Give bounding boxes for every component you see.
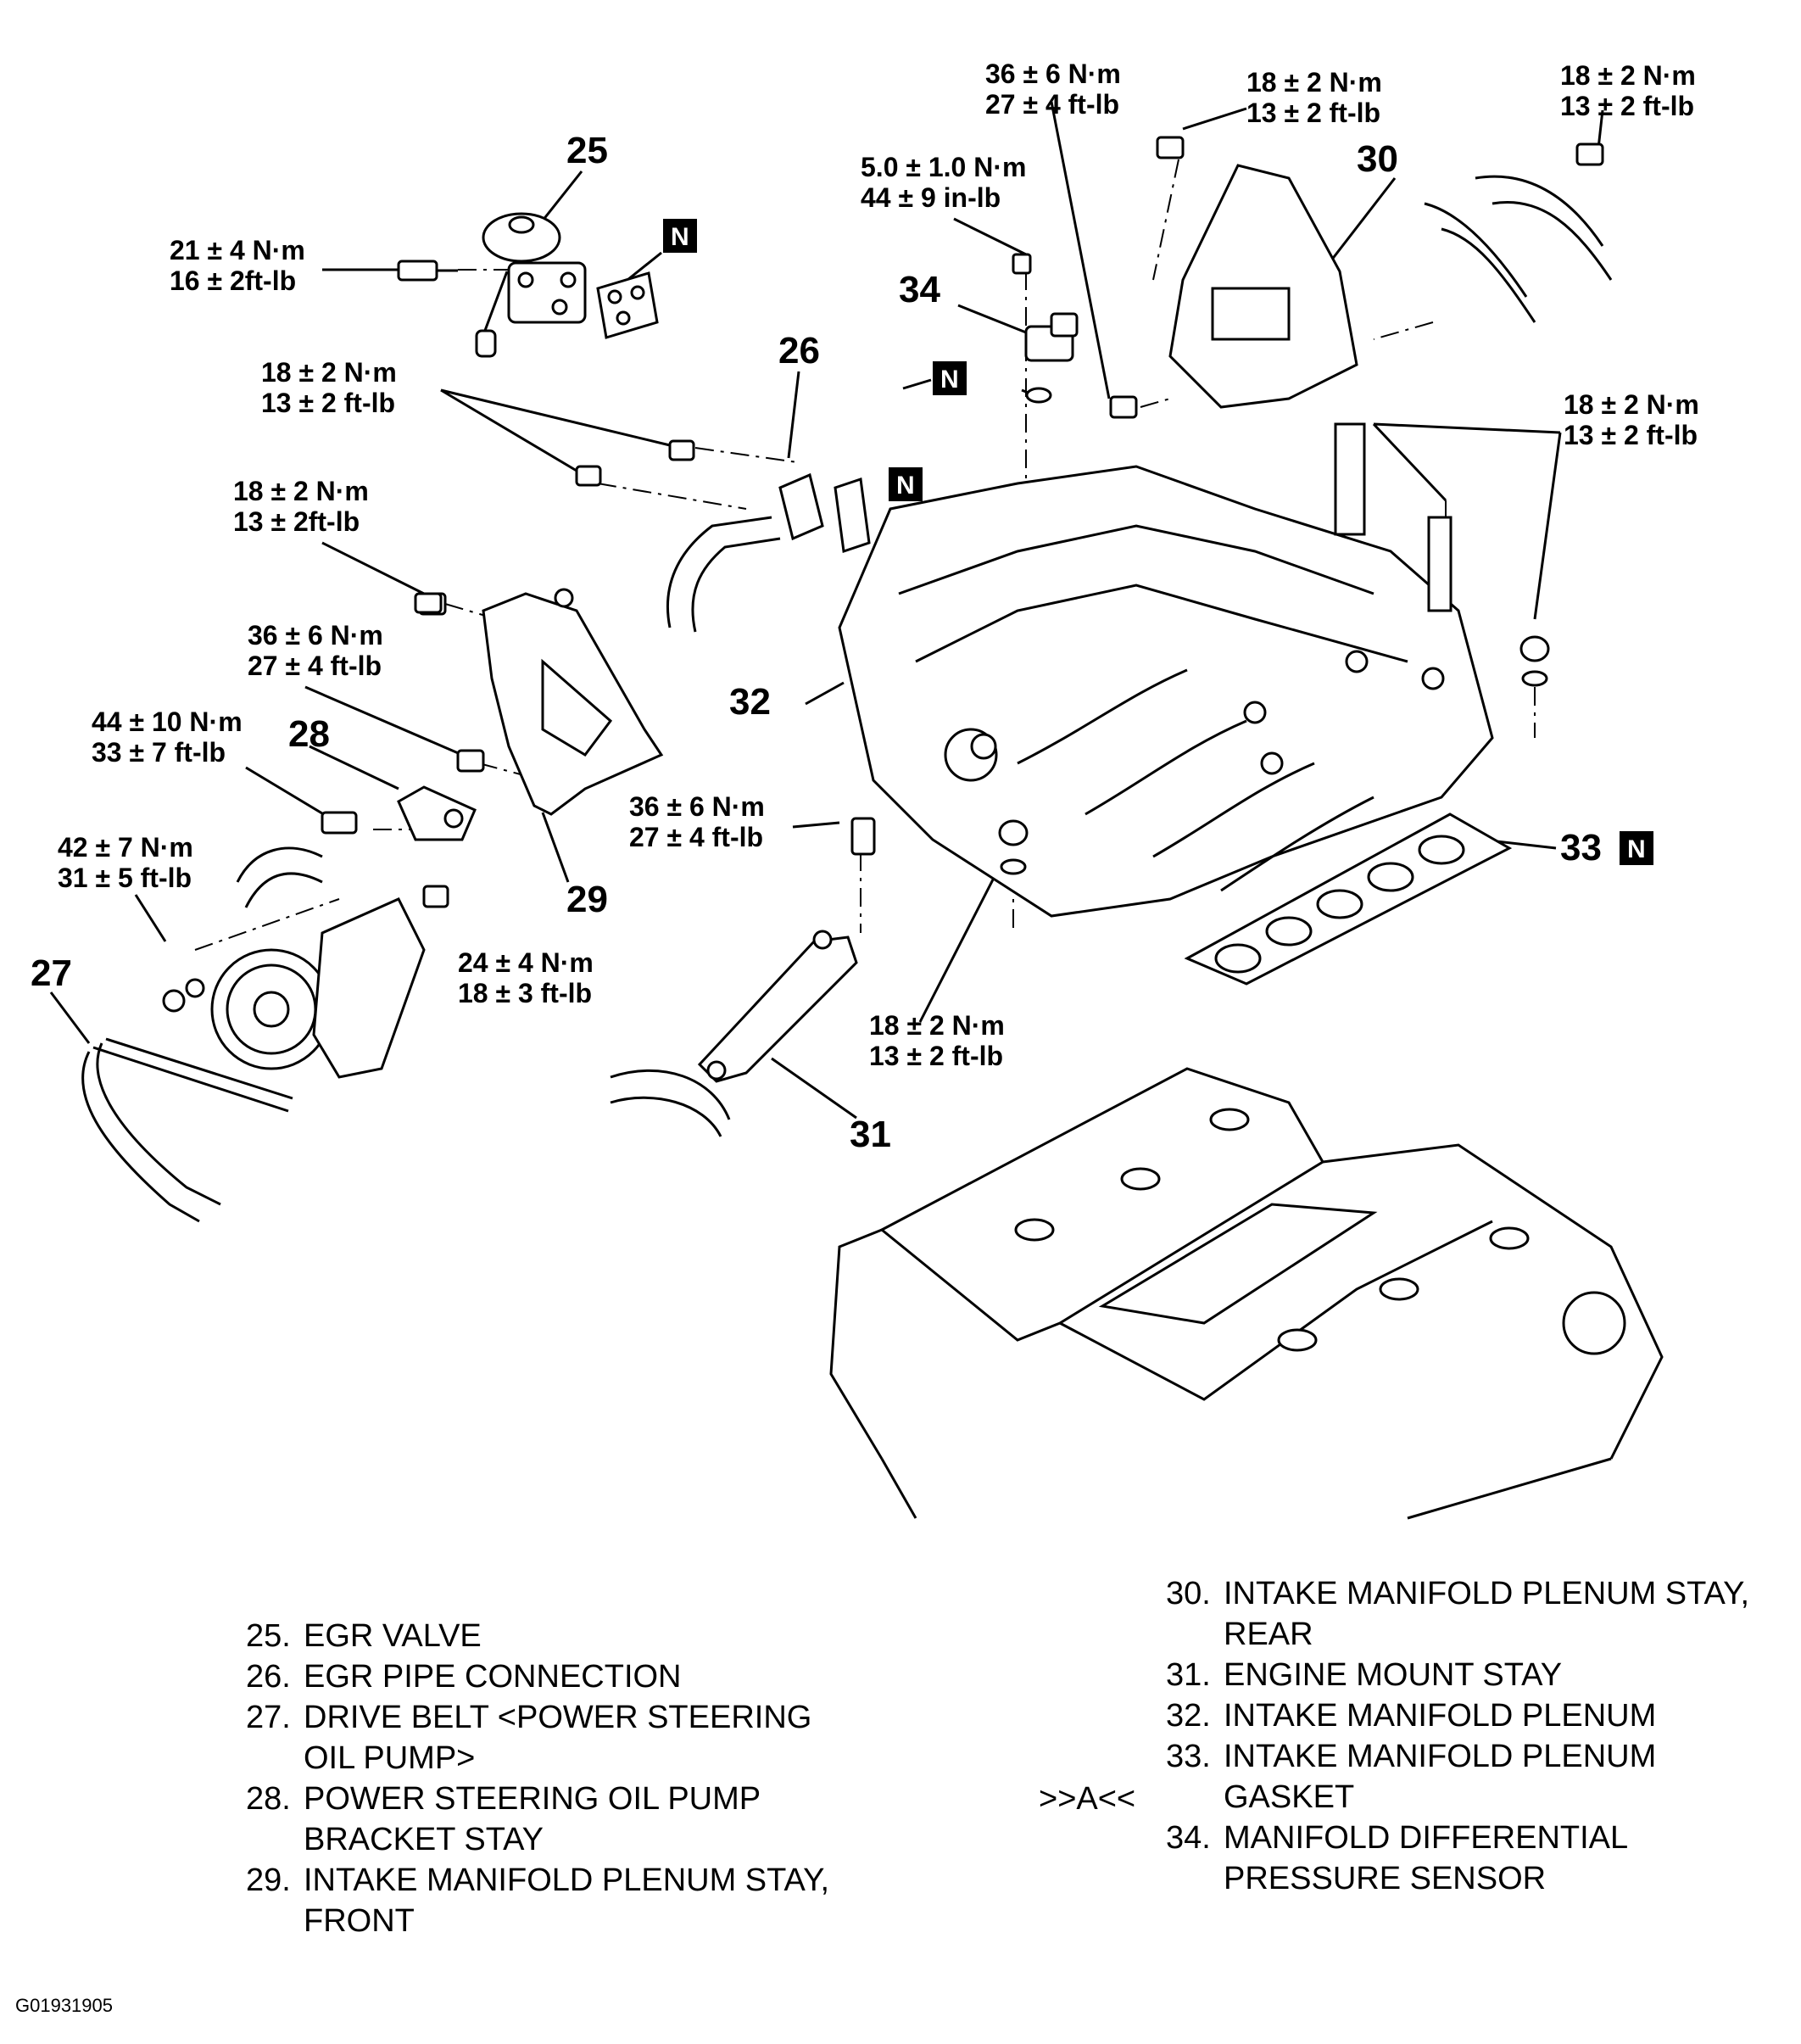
callout-30: 30 (1357, 138, 1398, 180)
legend-text: INTAKE MANIFOLD PLENUM STAY, REAR (1224, 1576, 1750, 1652)
torque-spec-nm: 24 ± 4 N·m (458, 947, 594, 978)
pump-bracket-stay (321, 785, 477, 908)
legend-number: 29. (246, 1862, 291, 1898)
torque-spec-nm: 42 ± 7 N·m (58, 832, 193, 863)
new-part-badge: N (663, 219, 697, 253)
plenum-stay-rear (1109, 136, 1613, 419)
torque-spec-ft: 13 ± 2 ft-lb (261, 388, 395, 418)
callout-29: 29 (566, 879, 608, 920)
legend-item: 30. INTAKE MANIFOLD PLENUM STAY, REAR (1166, 1573, 1793, 1655)
figure-id: G01931905 (15, 1995, 113, 2016)
torque-spec-nm: 44 ± 10 N·m (92, 706, 243, 737)
torque-spec-nm: 5.0 ± 1.0 N·m (861, 152, 1026, 182)
parts-legend-left: 25. EGR VALVE 26. EGR PIPE CONNECTION 27… (246, 1616, 924, 1941)
torque-spec-nm: 18 ± 2 N·m (1560, 60, 1696, 91)
torque-spec-ft: 27 ± 4 ft-lb (248, 651, 382, 681)
torque-spec-nm: 18 ± 2 N·m (1564, 389, 1699, 420)
torque-spec-ft: 13 ± 2 ft-lb (869, 1041, 1003, 1071)
legend-text: MANIFOLD DIFFERENTIAL PRESSURE SENSOR (1224, 1820, 1629, 1896)
legend-item: 29. INTAKE MANIFOLD PLENUM STAY, FRONT (246, 1860, 924, 1941)
power-steering-pump (162, 846, 426, 1079)
callout-numbers: 25 26 27 28 29 30 31 32 33 34 (31, 130, 1602, 1155)
legend-text: ENGINE MOUNT STAY (1224, 1657, 1563, 1693)
pressure-sensor (1012, 253, 1079, 404)
callout-28: 28 (288, 713, 330, 755)
egr-valve (397, 212, 587, 358)
torque-labels: 36 ± 6 N·m 27 ± 4 ft-lb 18 ± 2 N·m 13 ± … (58, 59, 1699, 1071)
plenum-gasket (1184, 813, 1513, 986)
torque-spec-ft: 27 ± 4 ft-lb (629, 822, 763, 852)
legend-item: 27. DRIVE BELT <POWER STEERING OIL PUMP> (246, 1697, 924, 1779)
callout-27: 27 (31, 952, 72, 994)
egr-pipe (418, 439, 871, 633)
callout-34: 34 (899, 269, 940, 310)
callout-31: 31 (850, 1114, 891, 1155)
legend-item: 31. ENGINE MOUNT STAY (1166, 1655, 1793, 1695)
legend-number: 27. (246, 1700, 291, 1735)
legend-number: 34. (1166, 1820, 1211, 1856)
new-part-badge: N (1620, 831, 1653, 865)
new-part-markers: N N N N (663, 219, 1653, 865)
callout-26: 26 (778, 330, 820, 371)
torque-spec-nm: 18 ± 2 N·m (261, 357, 397, 388)
legend-text: EGR PIPE CONNECTION (304, 1659, 682, 1695)
legend-item: 26. EGR PIPE CONNECTION (246, 1656, 924, 1697)
exploded-view-diagram: 36 ± 6 N·m 27 ± 4 ft-lb 18 ± 2 N·m 13 ± … (31, 59, 1699, 1520)
legend-item: 25. EGR VALVE (246, 1616, 924, 1656)
svg-text:N: N (896, 472, 915, 500)
alignment-lines (194, 159, 1536, 951)
legend-text: INTAKE MANIFOLD PLENUM (1224, 1698, 1657, 1734)
plenum-stay-front (414, 588, 664, 816)
legend-number: 26. (246, 1659, 291, 1695)
callout-33: 33 (1560, 827, 1602, 868)
drive-belt (81, 1037, 293, 1223)
legend-text: EGR VALVE (304, 1618, 482, 1654)
svg-text:N: N (671, 223, 689, 251)
legend-text: DRIVE BELT <POWER STEERING OIL PUMP> (304, 1700, 812, 1776)
torque-spec-nm: 18 ± 2 N·m (1246, 67, 1382, 98)
torque-spec-nm: 21 ± 4 N·m (170, 235, 305, 265)
egr-valve-gasket (596, 271, 659, 339)
legend-item: 34. MANIFOLD DIFFERENTIAL PRESSURE SENSO… (1166, 1818, 1793, 1899)
callout-25: 25 (566, 130, 608, 171)
engine-mount-stay (610, 930, 858, 1137)
engine-block (829, 1067, 1664, 1520)
svg-text:N: N (940, 366, 959, 394)
torque-spec-nm: 36 ± 6 N·m (629, 791, 765, 822)
legend-number: 25. (246, 1618, 291, 1654)
torque-spec-nm: 36 ± 6 N·m (248, 620, 383, 651)
intake-manifold-plenum (838, 422, 1550, 918)
legend-number: 28. (246, 1781, 291, 1817)
torque-spec-nm: 36 ± 6 N·m (985, 59, 1121, 89)
torque-spec-ft: 33 ± 7 ft-lb (92, 737, 226, 768)
torque-spec-ft: 13 ± 2ft-lb (233, 506, 360, 537)
callout-32: 32 (729, 681, 771, 723)
torque-spec-nm: 18 ± 2 N·m (869, 1010, 1005, 1041)
legend-number: 33. (1166, 1739, 1211, 1774)
legend-item: 28. POWER STEERING OIL PUMP BRACKET STAY (246, 1779, 924, 1860)
torque-spec-nm: 18 ± 2 N·m (233, 476, 369, 506)
new-part-badge: N (933, 361, 967, 395)
legend-text: POWER STEERING OIL PUMP BRACKET STAY (304, 1781, 761, 1857)
leader-lines (49, 101, 1604, 1120)
torque-spec-ft: 31 ± 5 ft-lb (58, 863, 192, 893)
torque-spec-ft: 13 ± 2 ft-lb (1246, 98, 1380, 128)
legend-number: 30. (1166, 1576, 1211, 1611)
torque-spec-ft: 13 ± 2 ft-lb (1564, 420, 1698, 450)
parts-legend-right: 30. INTAKE MANIFOLD PLENUM STAY, REAR 31… (1166, 1573, 1793, 1899)
legend-item: 33. INTAKE MANIFOLD PLENUM GASKET (1166, 1736, 1793, 1818)
torque-spec-ft: 16 ± 2ft-lb (170, 265, 296, 296)
legend-item: 32. INTAKE MANIFOLD PLENUM (1166, 1695, 1793, 1736)
reference-mark: >>A<< (1039, 1781, 1136, 1817)
svg-text:N: N (1627, 835, 1646, 863)
legend-text: INTAKE MANIFOLD PLENUM GASKET (1224, 1739, 1657, 1815)
new-part-badge: N (889, 467, 923, 501)
legend-number: 32. (1166, 1698, 1211, 1734)
legend-text: INTAKE MANIFOLD PLENUM STAY, FRONT (304, 1862, 830, 1939)
legend-number: 31. (1166, 1657, 1211, 1693)
torque-spec-ft: 13 ± 2 ft-lb (1560, 91, 1694, 121)
torque-spec-ft: 18 ± 3 ft-lb (458, 978, 592, 1008)
torque-spec-ft: 44 ± 9 in-lb (861, 182, 1001, 213)
